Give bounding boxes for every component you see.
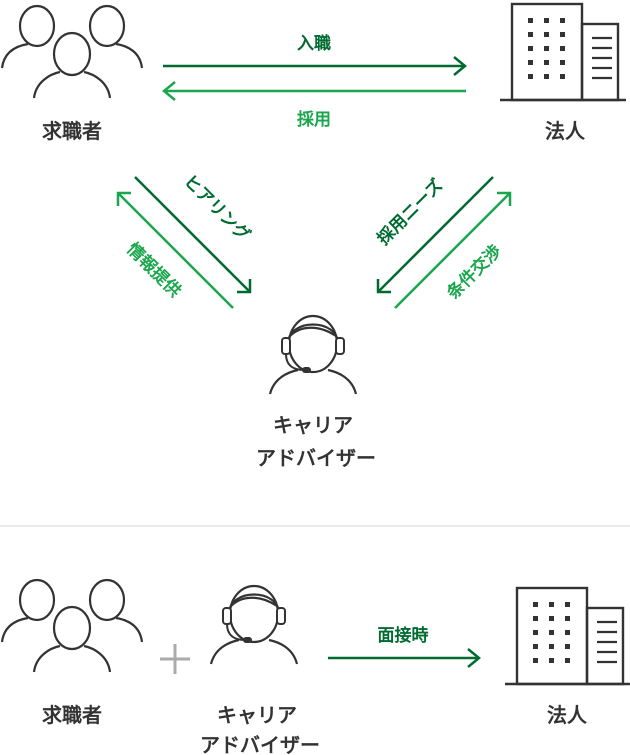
bottom-job-seeker-people-icon [0, 578, 144, 674]
arrow-recruit-label: 採用 [297, 109, 331, 130]
arrow-recruit [162, 81, 466, 101]
arrow-info-provision [116, 191, 234, 309]
arrow-recruit-needs [376, 176, 494, 294]
top-job-seeker-label: 求職者 [42, 119, 102, 143]
top-advisor-label-line1: キャリア [273, 413, 353, 437]
bottom-career-advisor-headset-icon [209, 584, 299, 666]
arrow-recruit-needs-label: 採用ニーズ [373, 175, 447, 249]
bottom-company-building-icon [503, 586, 630, 686]
career-advisor-headset-icon [268, 314, 358, 396]
arrow-hire-in [163, 56, 467, 76]
job-seeker-people-icon [0, 4, 144, 100]
arrow-terms-negotiation [394, 191, 512, 309]
top-company-label: 法人 [545, 119, 586, 143]
arrow-info-provision-label: 情報提供 [122, 239, 185, 302]
arrow-hearing [134, 176, 252, 294]
arrow-hire-in-label: 入職 [297, 33, 331, 54]
arrow-interview [328, 648, 481, 668]
arrow-interview-label: 面接時 [378, 625, 429, 646]
plus-icon [160, 644, 190, 674]
company-building-icon [498, 2, 628, 102]
bottom-advisor-label-line2: アドバイザー [200, 733, 320, 755]
bottom-job-seeker-label: 求職者 [42, 703, 102, 727]
top-advisor-label-line2: アドバイザー [256, 446, 376, 470]
bottom-advisor-label-line1: キャリア [217, 703, 297, 727]
bottom-company-label: 法人 [547, 703, 588, 727]
